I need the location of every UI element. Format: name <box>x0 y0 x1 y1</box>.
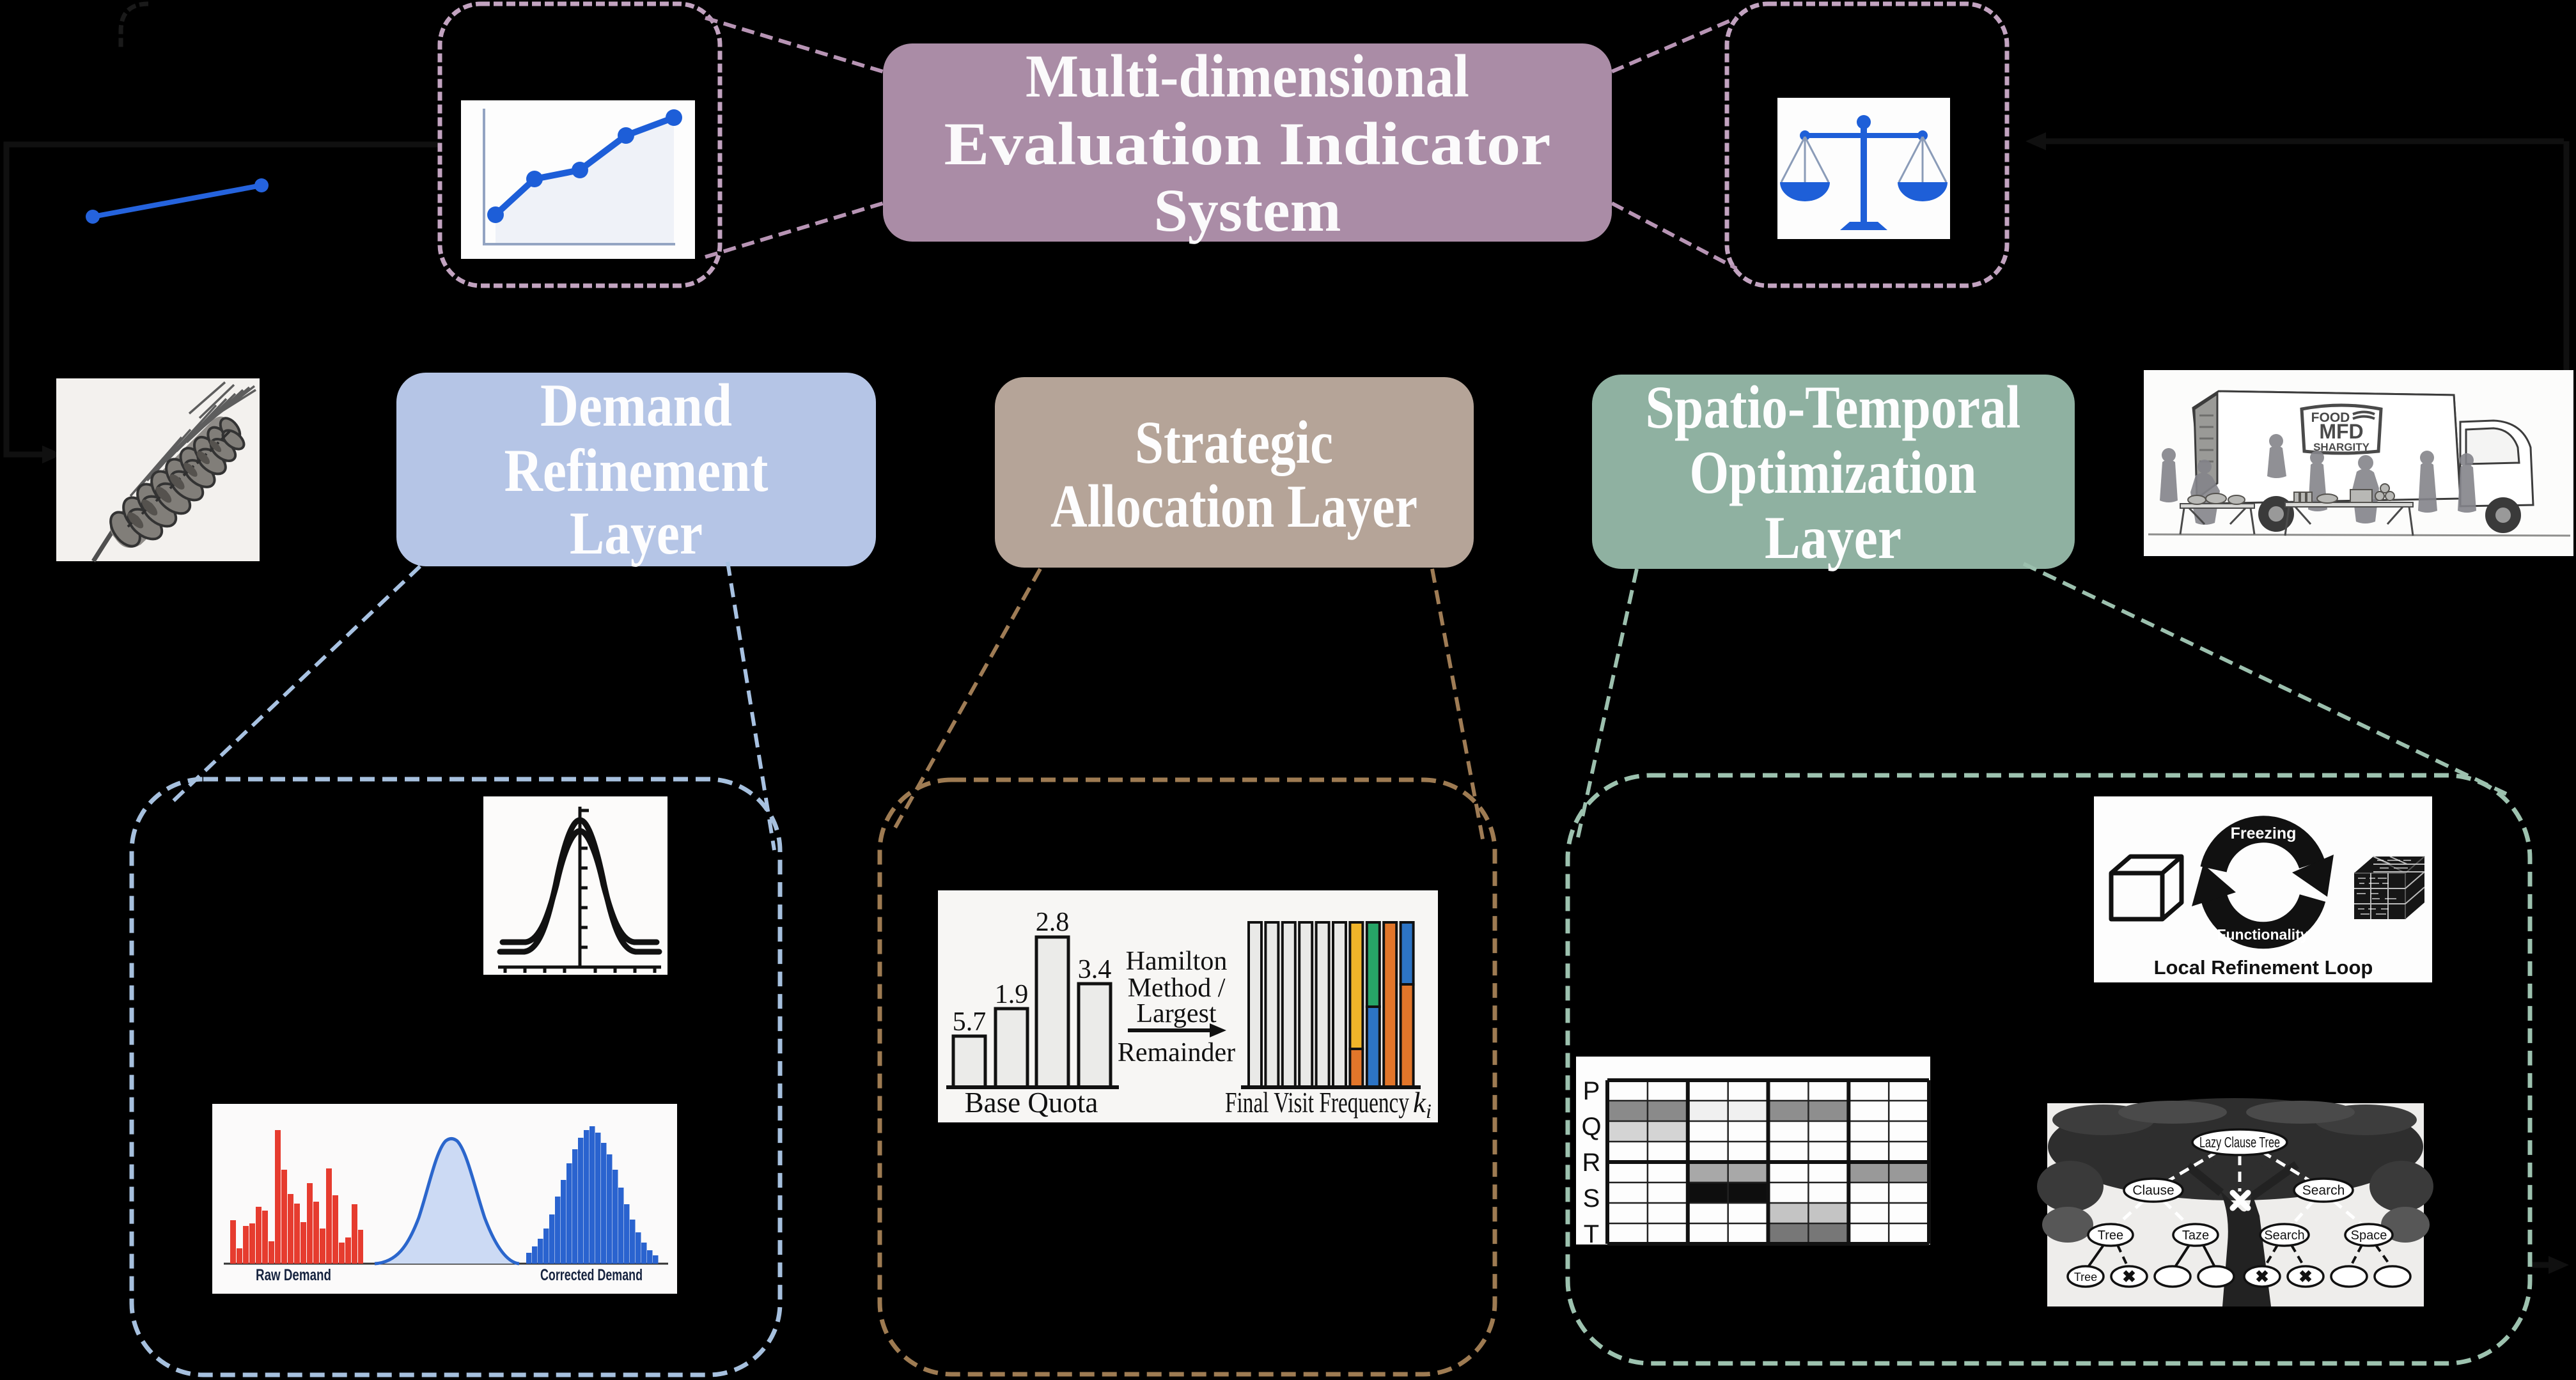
svg-text:5.7: 5.7 <box>953 1007 987 1037</box>
svg-text:Layer: Layer <box>1765 504 1901 571</box>
svg-text:Clause: Clause <box>2132 1183 2174 1198</box>
svg-text:1.9: 1.9 <box>995 980 1029 1009</box>
svg-text:Base Quota: Base Quota <box>965 1087 1098 1119</box>
svg-text:Layer: Layer <box>570 499 703 567</box>
svg-text:Raw Demand: Raw Demand <box>256 1266 331 1284</box>
svg-text:Hamilton: Hamilton <box>1126 947 1228 976</box>
svg-text:Spatio-Temporal: Spatio-Temporal <box>1646 373 2021 441</box>
svg-text:Space: Space <box>2351 1229 2387 1243</box>
svg-text:SHARGITY: SHARGITY <box>2313 441 2370 453</box>
svg-text:Final Visit Frequency: Final Visit Frequency <box>1225 1087 1409 1119</box>
svg-text:Strategic: Strategic <box>1135 408 1333 476</box>
svg-text:R: R <box>1582 1149 1601 1177</box>
svg-text:Refinement: Refinement <box>504 437 769 504</box>
svg-text:2.8: 2.8 <box>1036 908 1070 937</box>
svg-text:Evaluation Indicator: Evaluation Indicator <box>944 110 1551 178</box>
svg-text:Local Refinement Loop: Local Refinement Loop <box>2154 956 2373 979</box>
svg-text:✖: ✖ <box>2255 1267 2269 1286</box>
svg-text:P: P <box>1583 1077 1600 1105</box>
svg-text:Remainder: Remainder <box>1118 1038 1235 1067</box>
svg-text:Demand: Demand <box>540 371 732 439</box>
svg-text:Tree: Tree <box>2074 1271 2097 1283</box>
svg-text:✖: ✖ <box>2122 1267 2136 1286</box>
svg-text:Optimization: Optimization <box>1690 438 1977 506</box>
svg-text:System: System <box>1154 176 1341 244</box>
svg-text:Allocation Layer: Allocation Layer <box>1050 472 1417 540</box>
svg-text:Method /: Method / <box>1128 973 1226 1003</box>
svg-text:Lazy Clause Tree: Lazy Clause Tree <box>2199 1134 2280 1151</box>
svg-text:3.4: 3.4 <box>1078 955 1112 984</box>
svg-text:MFD: MFD <box>2319 420 2363 443</box>
svg-text:Multi-dimensional: Multi-dimensional <box>1026 42 1469 110</box>
svg-text:T: T <box>1584 1220 1599 1248</box>
svg-text:Tree: Tree <box>2098 1229 2123 1243</box>
svg-text:Search: Search <box>2264 1229 2304 1243</box>
svg-text:Freezing: Freezing <box>2231 825 2297 842</box>
svg-text:FOOD: FOOD <box>2311 410 2350 425</box>
svg-text:Search: Search <box>2302 1183 2345 1198</box>
svg-text:✖: ✖ <box>2299 1267 2313 1286</box>
svg-text:Q: Q <box>1581 1113 1601 1141</box>
svg-text:Corrected Demand: Corrected Demand <box>540 1266 643 1284</box>
svg-text:Taze: Taze <box>2182 1229 2209 1243</box>
svg-text:Largest: Largest <box>1136 999 1217 1028</box>
svg-text:Functionality: Functionality <box>2217 926 2308 943</box>
svg-text:S: S <box>1583 1184 1600 1213</box>
